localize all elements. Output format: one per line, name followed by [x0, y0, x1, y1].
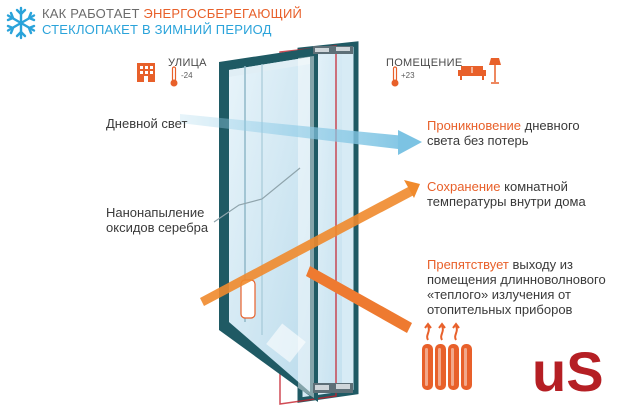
penetration-label: Проникновение дневного света без потерь — [427, 118, 580, 148]
building-icon — [135, 60, 157, 82]
retention-label: Сохранение комнатной температуры внутри … — [427, 179, 586, 209]
coating-pointer — [213, 167, 301, 223]
radiation-beam — [306, 266, 412, 333]
inside-temperature: +23 — [401, 71, 415, 80]
brand-logo: uS — [532, 340, 604, 403]
sofa-icon — [458, 60, 486, 82]
coating-label: Нанонапыление оксидов серебра — [106, 205, 209, 235]
thermometer-icon — [390, 66, 400, 88]
outside-temperature: -24 — [181, 71, 193, 80]
daylight-label: Дневной свет — [106, 116, 188, 131]
snowflake-icon — [4, 6, 38, 40]
page-title: КАК РАБОТАЕТ ЭНЕРГОСБЕРЕГАЮЩИЙ СТЕКЛОПАК… — [42, 6, 303, 37]
daylight-arrow — [398, 130, 422, 155]
front-frame — [219, 47, 318, 402]
spacers — [313, 46, 353, 393]
heat-retained-beam — [200, 186, 414, 306]
radiation-label: Препятствует выходу из помещения длиннов… — [427, 257, 606, 317]
radiator-icon — [420, 322, 476, 394]
daylight-beam — [180, 114, 405, 149]
thermometer-icon — [169, 66, 179, 88]
lamp-icon — [489, 58, 501, 84]
outside-label: УЛИЦА — [168, 57, 207, 69]
inside-label: ПОМЕЩЕНИЕ — [386, 57, 463, 69]
heat-retained-arrow — [404, 180, 420, 198]
